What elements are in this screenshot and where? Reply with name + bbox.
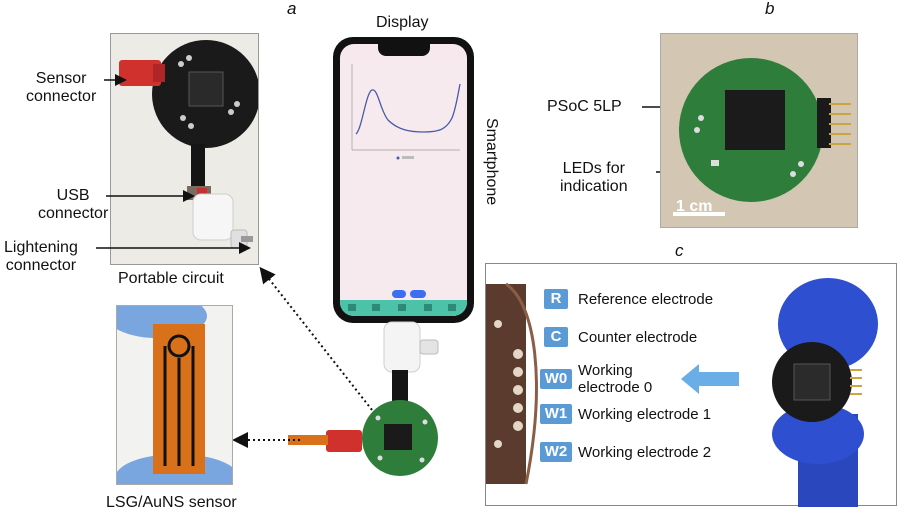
psoc-board-photo [660, 33, 858, 228]
phone-screen [340, 44, 467, 316]
electrode-label-working-0-line1: Working [578, 362, 633, 379]
lsg-sensor-illustration [117, 306, 232, 484]
phone-notch [378, 44, 430, 56]
gloved-hand-illustration [772, 278, 878, 507]
leds-label-line2: indication [560, 178, 628, 195]
left-arrow-icon [681, 364, 739, 394]
panel-label-b: b [765, 0, 775, 18]
cable-and-board-illustration [288, 321, 439, 476]
leds-label: LEDs for indication [560, 160, 628, 196]
electrode-label-working-2: Working electrode 2 [578, 444, 712, 461]
display-label: Display [376, 14, 429, 31]
psoc-label: PSoC 5LP [547, 98, 622, 115]
usb-connector-label-line1: USB [56, 187, 90, 204]
smartphone-photo [333, 37, 474, 323]
lightening-connector-label-line1: Lightening [4, 239, 78, 256]
portable-circuit-illustration [111, 34, 258, 264]
usb-connector-label: USB connector [38, 187, 108, 223]
lsg-sensor-caption: LSG/AuNS sensor [106, 494, 237, 511]
electrode-label-working-0: Working electrode 0 [578, 362, 652, 396]
lightening-connector-label: Lightening connector [4, 239, 78, 275]
plot-button[interactable] [392, 290, 406, 298]
electrode-tag-w2: W2 [540, 442, 572, 462]
panel-label-c: c [675, 241, 684, 260]
electrode-tag-w1: W1 [540, 404, 572, 424]
electrode-label-working-0-line2: electrode 0 [578, 379, 653, 396]
electrode-label-reference: Reference electrode [578, 291, 714, 308]
sensor-connector-label: Sensor connector [26, 70, 96, 106]
electrode-tag-c: C [544, 327, 568, 347]
lightening-connector-label-line2: connector [5, 257, 77, 274]
erase-button[interactable] [410, 290, 426, 298]
lsg-sensor-photo [116, 305, 233, 485]
scale-bar-label: 1 cm [676, 198, 713, 215]
electrode-tag-r: R [544, 289, 568, 309]
psoc-board-illustration [661, 34, 857, 227]
electrode-label-working-1: Working electrode 1 [578, 406, 712, 423]
voltammogram-curve [355, 83, 461, 135]
sensor-connector-label-line2: connector [26, 88, 97, 105]
smartphone-label: Smartphone [483, 118, 500, 206]
usb-connector-label-line2: connector [38, 205, 109, 222]
portable-circuit-caption: Portable circuit [118, 270, 224, 287]
panel-label-a: a [287, 0, 297, 18]
electrode-label-counter: Counter electrode [578, 329, 698, 346]
leds-label-line1: LEDs for [562, 160, 625, 177]
electrode-closeup-illustration [486, 282, 538, 485]
electrode-panel: R C W0 W1 W2 Reference electrode Counter… [485, 263, 897, 507]
electrode-tag-w0: W0 [540, 369, 572, 389]
sensor-connector-label-line1: Sensor [35, 70, 87, 87]
display-plot [340, 58, 467, 316]
portable-circuit-photo [110, 33, 259, 265]
